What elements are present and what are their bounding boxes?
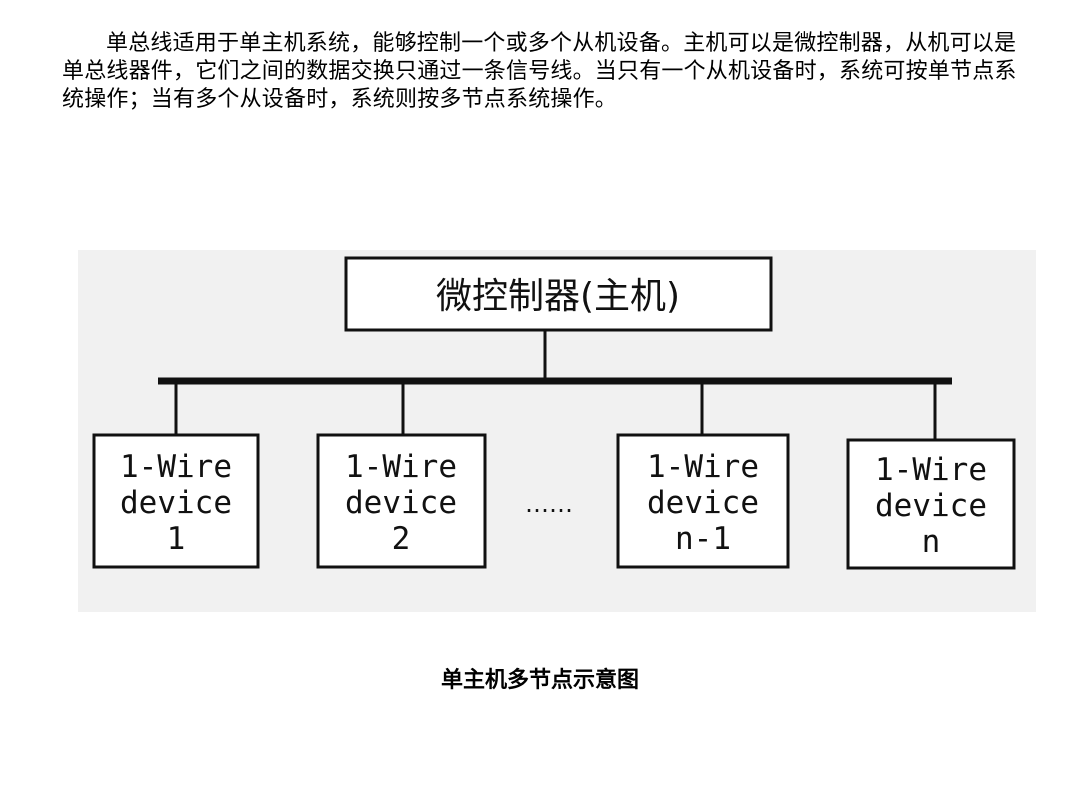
host-label: 微控制器(主机) [436, 276, 680, 317]
device-1-line2: device [120, 485, 232, 521]
device-n-1-line2: device [647, 485, 759, 521]
diagram-canvas: 微控制器(主机) 1-Wire device 1 1-Wire device 2… [92, 256, 1016, 570]
device-2-line2: device [345, 485, 457, 521]
device-1: 1-Wire device 1 [92, 433, 260, 569]
device-n-line3: n [922, 524, 941, 560]
device-n-minus-1: 1-Wire device n-1 [616, 433, 790, 569]
single-master-multi-node-diagram: 微控制器(主机) 1-Wire device 1 1-Wire device 2… [78, 250, 1036, 612]
device-n: 1-Wire device n [846, 438, 1016, 570]
device-n-1-line3: n-1 [675, 521, 731, 557]
device-2-line1: 1-Wire [345, 449, 457, 485]
device-1-line3: 1 [167, 521, 186, 557]
device-n-line1: 1-Wire [875, 452, 987, 488]
intro-paragraph: 单总线适用于单主机系统，能够控制一个或多个从机设备。主机可以是微控制器，从机可以… [62, 31, 1017, 112]
device-2-line3: 2 [392, 521, 411, 557]
ellipsis: …… [525, 490, 573, 518]
device-n-1-line1: 1-Wire [647, 449, 759, 485]
device-1-line1: 1-Wire [120, 449, 232, 485]
host-box [344, 256, 773, 332]
figure-caption: 单主机多节点示意图 [440, 668, 639, 693]
device-2: 1-Wire device 2 [316, 433, 487, 569]
device-n-line2: device [875, 488, 987, 524]
